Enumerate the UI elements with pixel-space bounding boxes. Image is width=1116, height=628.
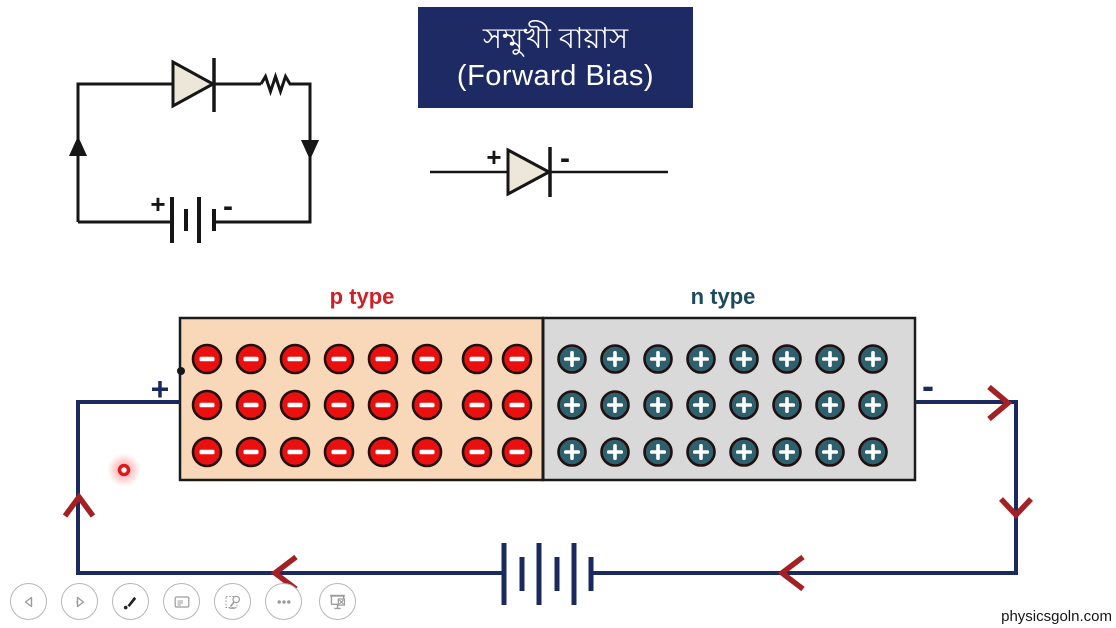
magnifier-icon — [225, 595, 240, 609]
diode-triangle — [171, 59, 217, 109]
p-region-holes — [191, 343, 533, 468]
diode-anode-label: + — [486, 142, 501, 172]
forward-bias-circuit — [69, 58, 319, 243]
diode-triangle — [506, 147, 553, 197]
n-type-label: n type — [690, 284, 756, 309]
n-region-electron-donors — [557, 344, 888, 467]
junction-wiring — [76, 400, 1018, 575]
circuit-loop-wire — [76, 71, 312, 224]
battery-symbol-top — [170, 197, 216, 243]
p-terminal-label: + — [151, 371, 170, 407]
battery-minus-label: - — [223, 190, 233, 223]
title-bengali: সম্মুখী বায়াস — [482, 23, 629, 56]
ellipsis-icon — [276, 599, 291, 604]
zoom-slide-button[interactable] — [214, 583, 251, 620]
current-arrow-left-icon — [777, 554, 805, 592]
title-english: (Forward Bias) — [456, 59, 655, 92]
previous-slide-button[interactable] — [10, 583, 47, 620]
arrow-right-icon — [75, 596, 84, 607]
current-arrow-down-icon — [998, 497, 1034, 520]
arrow-left-icon — [24, 596, 32, 607]
title-banner: সম্মুখী বায়াস (Forward Bias) — [418, 7, 693, 108]
current-arrow-up-icon — [69, 136, 87, 156]
laser-pointer-dot — [107, 453, 141, 487]
battery-plus-label: + — [150, 189, 165, 219]
see-all-slides-button[interactable] — [163, 583, 200, 620]
end-slideshow-button[interactable] — [319, 583, 356, 620]
diode-cathode-label: - — [560, 142, 570, 175]
n-terminal-label: - — [922, 365, 934, 406]
current-arrow-down-icon — [301, 140, 319, 160]
left-wire — [76, 400, 502, 575]
diode-symbol — [430, 147, 668, 197]
projector-screen-icon — [330, 594, 346, 610]
terminal-dot — [177, 367, 185, 375]
watermark: physicsgoln.com — [1001, 608, 1112, 625]
current-arrow-right-icon — [987, 384, 1013, 422]
next-slide-button[interactable] — [61, 583, 98, 620]
pen-icon — [123, 596, 136, 609]
p-type-label: p type — [329, 284, 395, 309]
pen-laser-tools-button[interactable] — [112, 583, 149, 620]
current-direction-arrows — [62, 384, 1034, 592]
slides-icon — [174, 595, 189, 608]
current-arrow-up-icon — [62, 492, 96, 518]
more-options-button[interactable] — [265, 583, 302, 620]
battery-symbol-bottom — [501, 543, 594, 605]
right-wire — [593, 400, 1018, 575]
